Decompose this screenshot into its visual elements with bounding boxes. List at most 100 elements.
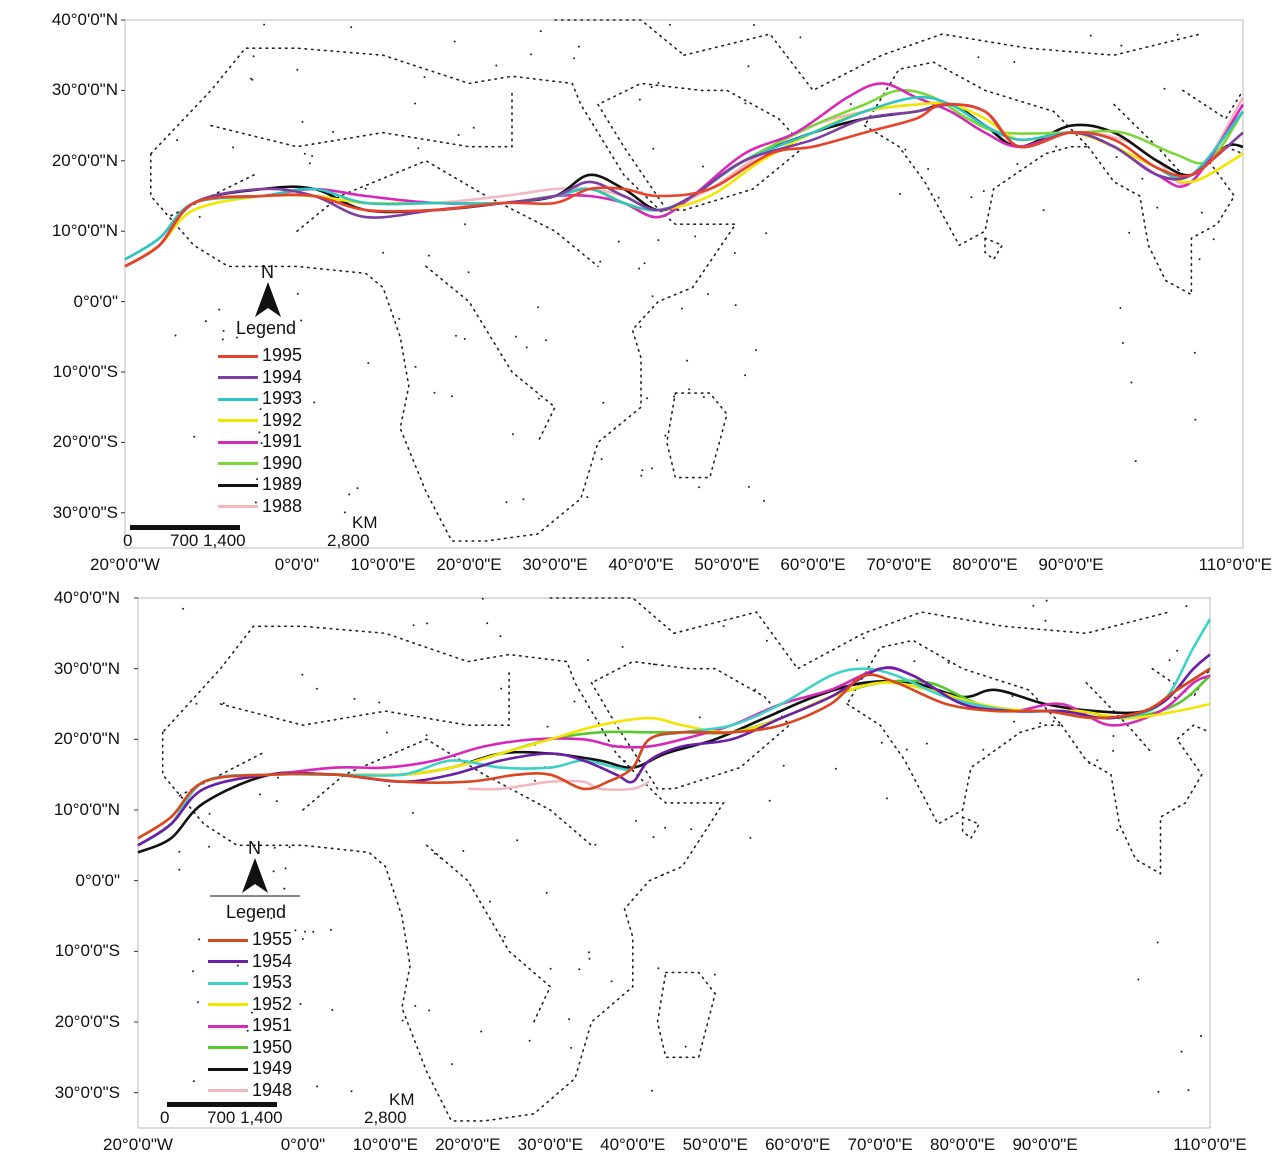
y-axis-label: 30°0'0"S	[54, 1082, 120, 1102]
map-dot	[270, 917, 273, 920]
map-dot	[451, 1063, 454, 1066]
map-dot	[927, 168, 930, 170]
map-dot	[208, 812, 211, 815]
map-dot	[537, 397, 540, 400]
map-dot	[702, 165, 704, 168]
legend-item-1948: 1948	[208, 1080, 292, 1101]
map-dot	[749, 836, 752, 839]
trough-line-1948	[467, 779, 650, 791]
legend-swatch	[218, 440, 258, 444]
coastline-outline	[425, 265, 556, 444]
map-dot	[198, 938, 201, 941]
map-dot	[657, 81, 660, 84]
map-dot	[195, 702, 198, 705]
map-dot	[937, 196, 940, 199]
map-dot	[570, 1046, 573, 1049]
map-dot	[304, 930, 306, 933]
map-dot	[467, 271, 470, 274]
north-label: N	[261, 262, 274, 282]
map-dot	[573, 700, 576, 703]
map-dot	[414, 1004, 417, 1007]
map-dot	[221, 338, 224, 341]
map-dot	[329, 928, 332, 931]
x-axis-label: 70°0'0"E	[866, 555, 932, 574]
x-axis-label: 30°0'0"E	[522, 555, 588, 574]
trough-line-1951	[137, 666, 1211, 847]
map-dot	[1194, 418, 1197, 421]
map-dot	[263, 23, 266, 26]
scale-bar	[130, 525, 240, 530]
y-axis-label: 20°0'0"S	[52, 432, 118, 452]
map-dot	[1187, 1089, 1190, 1092]
map-dot	[472, 126, 475, 129]
map-dot	[755, 349, 758, 351]
map-dot	[364, 187, 367, 190]
scale-end: 2,800	[364, 1108, 407, 1127]
map-dot	[489, 900, 491, 903]
map-dot	[1130, 381, 1133, 384]
map-dot	[316, 1085, 319, 1088]
map-dot	[284, 867, 287, 870]
coastline-outline	[161, 625, 725, 1122]
legend-label: 1948	[252, 1079, 293, 1100]
map-dot	[385, 731, 388, 734]
legend-item-1955: 1955	[208, 929, 292, 950]
map-dot	[439, 857, 442, 860]
map-dot	[291, 391, 294, 394]
map-dot	[401, 1019, 404, 1022]
legend-label: 1991	[262, 431, 303, 451]
map-dot	[722, 625, 725, 628]
map-dot	[1168, 659, 1171, 662]
map-dot	[586, 496, 589, 499]
y-axis-label: 30°0'0"N	[53, 658, 120, 678]
legend-swatch	[218, 354, 258, 358]
map-dot	[427, 254, 430, 257]
map-dot	[1013, 720, 1016, 723]
map-dot	[664, 826, 667, 829]
map-dot	[277, 986, 280, 989]
map-dot	[273, 846, 276, 849]
legend-item-1994: 1994	[218, 367, 302, 388]
map-dot	[638, 98, 641, 101]
x-axis-label: 20°0'0"E	[435, 1135, 501, 1154]
map-dot	[684, 1045, 687, 1048]
map-dot	[426, 622, 429, 625]
legend-item-1988: 1988	[218, 496, 302, 517]
legend-label: 1993	[262, 388, 303, 408]
map-dot	[277, 776, 279, 779]
map-panel-top	[121, 19, 1245, 549]
x-axis-label: 70°0'0"E	[847, 1135, 913, 1154]
map-dot	[367, 362, 370, 364]
coastline-outline	[1182, 89, 1244, 120]
map-dot	[982, 748, 985, 751]
y-axis-label: 0°0'0"	[73, 291, 118, 311]
map-dot	[260, 442, 263, 445]
map-dot	[768, 799, 771, 802]
map-dot	[545, 891, 548, 894]
map-dot	[1120, 44, 1123, 47]
map-dot	[913, 660, 916, 663]
map-dot	[514, 335, 517, 338]
map-dot	[578, 968, 581, 971]
legend-item-1995: 1995	[218, 345, 302, 366]
map-dot	[356, 487, 359, 490]
map-dot	[1157, 1090, 1160, 1093]
map-dot	[899, 193, 901, 195]
map-dot	[1055, 145, 1058, 148]
legend-swatch	[218, 505, 258, 509]
map-dot	[412, 624, 415, 627]
map-dot	[312, 930, 315, 933]
coastline-outline	[150, 47, 738, 542]
y-axis-label: 10°0'0"S	[52, 362, 118, 381]
map-dot	[251, 78, 254, 81]
trough-line-1993	[124, 95, 1245, 261]
map-dot	[254, 501, 257, 504]
map-dot	[652, 836, 655, 839]
x-axis-label: 40°0'0"E	[608, 555, 674, 574]
map-dot	[549, 967, 552, 970]
trough-line-1954	[137, 653, 1211, 847]
map-dot	[249, 77, 252, 80]
map-dot	[635, 819, 637, 822]
